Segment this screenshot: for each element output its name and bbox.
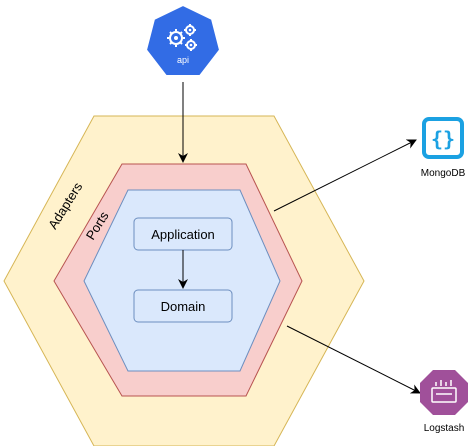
- api-node[interactable]: api: [144, 3, 222, 77]
- logstash-node[interactable]: Logstash: [420, 370, 468, 434]
- mongodb-label: MongoDB: [421, 168, 466, 179]
- logstash-label: Logstash: [424, 423, 465, 434]
- log-icon: [431, 380, 457, 403]
- adapters-to-logstash-arrow: [286, 325, 421, 394]
- logstash-octagon-icon: [420, 370, 468, 415]
- domain-label: Domain: [161, 299, 206, 314]
- domain-box[interactable]: [133, 289, 233, 323]
- application-label: Application: [151, 227, 215, 242]
- mongodb-node[interactable]: {} MongoDB: [421, 117, 466, 179]
- adapters-to-mongodb-arrow: [273, 139, 417, 212]
- json-braces-icon: [422, 117, 464, 159]
- api-heptagon-icon: [144, 3, 222, 77]
- json-braces-glyph: {}: [431, 127, 455, 151]
- api-label: api: [177, 55, 189, 65]
- gears-icon: [167, 24, 197, 51]
